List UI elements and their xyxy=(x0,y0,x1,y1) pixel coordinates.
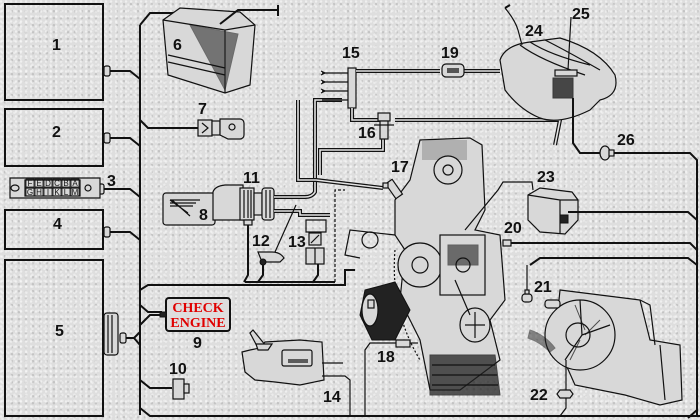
callout-22: 22 xyxy=(530,387,548,404)
ignition-coil[interactable] xyxy=(464,181,698,235)
ignition-switch[interactable] xyxy=(197,118,245,140)
connector-pin-label: C xyxy=(54,179,60,188)
starter-motor[interactable] xyxy=(359,281,411,341)
fuel-tank[interactable] xyxy=(499,4,617,121)
callout-20: 20 xyxy=(504,220,522,237)
callout-25: 25 xyxy=(572,6,590,23)
connector-pin-cell xyxy=(52,178,62,188)
check-engine-text-line1: CHECK xyxy=(172,301,223,316)
connector-pin-label: K xyxy=(54,188,60,197)
throttle-position-sensor[interactable] xyxy=(257,204,297,283)
callout-8: 8 xyxy=(199,207,208,224)
plug-4 xyxy=(103,226,111,238)
connector-pin-cell xyxy=(61,187,71,197)
module-box-4[interactable] xyxy=(4,209,104,250)
connector-pin-cell xyxy=(52,187,62,197)
connector-pin-label: E xyxy=(36,179,41,188)
callout-18: 18 xyxy=(377,349,395,366)
callout-12: 12 xyxy=(252,233,270,250)
battery-lead xyxy=(139,12,178,26)
connector-pin-label: H xyxy=(36,188,42,197)
callout-10: 10 xyxy=(169,361,187,378)
module-box-1[interactable] xyxy=(4,3,104,101)
callout-13: 13 xyxy=(288,234,306,251)
connector-pin-label: I xyxy=(47,188,49,197)
connector-pin-cell xyxy=(70,178,80,188)
connector-pin-cell xyxy=(34,178,44,188)
module-box-5[interactable] xyxy=(4,259,104,417)
callout-11: 11 xyxy=(243,170,260,187)
callout-5: 5 xyxy=(55,323,64,340)
connector-pin-label: M xyxy=(72,188,79,197)
callout-24: 24 xyxy=(525,23,543,40)
coolant-temp-sensor[interactable] xyxy=(502,239,698,251)
battery[interactable] xyxy=(162,5,279,94)
air-flow-sensor[interactable] xyxy=(239,187,275,283)
fan-connector[interactable] xyxy=(556,360,574,417)
fuel-pump-sender[interactable] xyxy=(552,16,578,99)
connector-pin-cell xyxy=(70,187,80,197)
callout-23: 23 xyxy=(537,169,555,186)
callout-3: 3 xyxy=(107,173,116,190)
callout-15: 15 xyxy=(342,45,360,62)
callout-21: 21 xyxy=(534,279,552,296)
engine-cutaway[interactable] xyxy=(344,137,506,396)
check-engine-lamp[interactable]: CHECK ENGINE xyxy=(165,297,231,332)
engine-speed-sensor[interactable] xyxy=(364,339,418,416)
connector-pin-cell xyxy=(34,187,44,197)
callout-1: 1 xyxy=(52,37,61,54)
idle-control-valve[interactable] xyxy=(305,219,327,283)
callout-17: 17 xyxy=(391,159,409,176)
connector-pin-cell xyxy=(43,187,53,197)
inertia-switch[interactable] xyxy=(599,145,615,161)
callout-14: 14 xyxy=(323,389,341,406)
fuel-filter[interactable] xyxy=(441,63,465,78)
fuel-pressure-regulator[interactable] xyxy=(374,112,394,140)
connector-pin-label: B xyxy=(63,179,68,188)
connector-pin-cell xyxy=(43,178,53,188)
connector-pin-label: A xyxy=(72,179,78,188)
sensor-10[interactable] xyxy=(172,378,190,400)
gearbox-sensor[interactable] xyxy=(241,329,351,416)
plug-1 xyxy=(103,65,111,77)
fuel-injector[interactable] xyxy=(382,178,404,200)
connector-pin-cell xyxy=(25,178,35,188)
callout-6: 6 xyxy=(173,37,182,54)
connector-pin-label: D xyxy=(45,179,51,188)
connector-pin-cell xyxy=(25,187,35,197)
radiator-fan[interactable] xyxy=(527,289,683,406)
callout-19: 19 xyxy=(441,45,459,62)
ignition-switch-lead xyxy=(139,119,198,129)
callout-16: 16 xyxy=(358,125,376,142)
connector-pin-label: L xyxy=(64,188,69,197)
callout-9: 9 xyxy=(193,335,202,352)
check-engine-text-line2: ENGINE xyxy=(170,316,225,331)
callout-2: 2 xyxy=(52,124,61,141)
callout-7: 7 xyxy=(198,101,207,118)
connector-pin-cell xyxy=(61,178,71,188)
callout-4: 4 xyxy=(53,216,62,233)
connector-pin-label: G xyxy=(27,188,33,197)
module-box-2[interactable] xyxy=(4,108,104,167)
ecu-connector-5 xyxy=(103,312,127,356)
plug-2 xyxy=(103,132,111,144)
callout-26: 26 xyxy=(617,132,635,149)
fan-thermo-switch[interactable] xyxy=(521,265,533,303)
connector-pin-label: F xyxy=(28,179,33,188)
